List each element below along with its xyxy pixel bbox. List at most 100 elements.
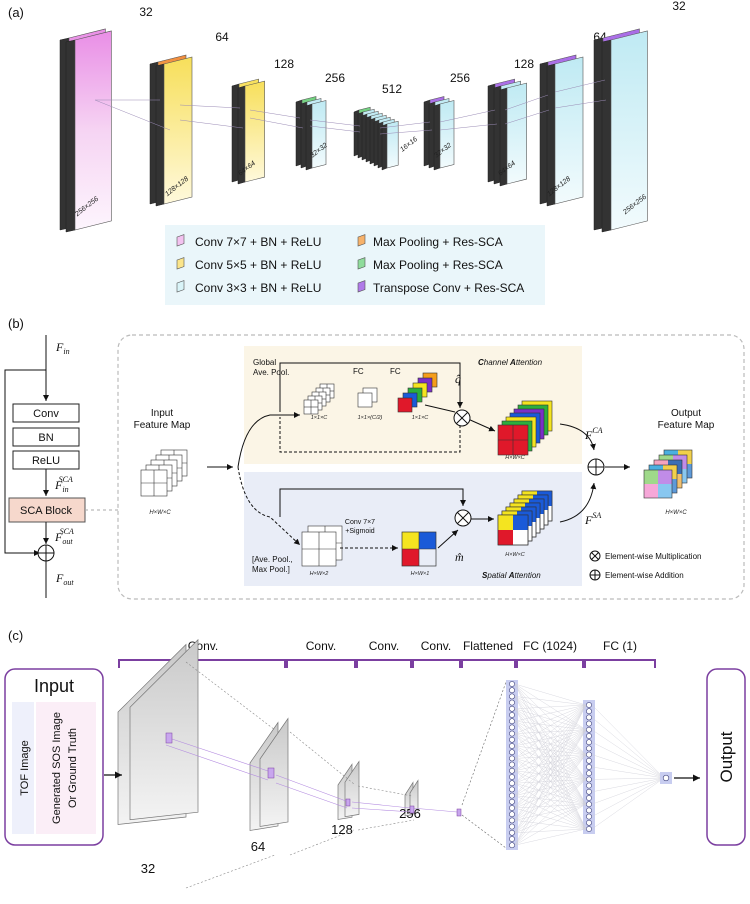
channel-count-4: 256 <box>325 71 345 85</box>
feature-map <box>244 80 265 183</box>
conv-block-32: 32 <box>117 638 199 876</box>
kernel-marker <box>345 798 351 807</box>
kernel-marker <box>456 808 462 817</box>
f-out-label: Fout <box>55 571 74 587</box>
encoder-decoder-layers: 32256×25664128×12812864×6425632×3251216×… <box>59 0 686 233</box>
output-feature-map <box>643 449 693 499</box>
conv-block-64: 64 <box>249 717 289 854</box>
discriminator-network: 32 64 128 256 <box>117 638 672 889</box>
input-strip-tof <box>12 702 34 834</box>
res-sca-block: Fin Conv BN ReLU FinSCA SCA Block FoutSC… <box>4 335 118 598</box>
group-label-7: FC (1) <box>603 639 637 653</box>
sca-block-box <box>8 497 86 523</box>
legend-box <box>165 225 545 305</box>
output-map-label-2: Feature Map <box>658 420 715 431</box>
channel-weights <box>397 372 438 413</box>
fc1-label: FC <box>353 367 364 376</box>
input-gt: Or Ground Truth <box>67 728 79 808</box>
legend-item-1: Conv 7×7 + BN + ReLU <box>195 235 321 249</box>
channel-count-7: 128 <box>514 57 534 71</box>
pooled-vector <box>303 383 335 415</box>
group-bracket-2: Conv. <box>286 639 356 668</box>
mult-legend: Element-wise Multiplication <box>605 552 701 561</box>
spatial-weights <box>401 531 437 567</box>
dim-half: 1×1×(C/2) <box>358 415 383 421</box>
f-in-label: Fin <box>55 340 70 356</box>
legend-swatch-orange <box>357 234 366 247</box>
group-bracket-5: Flattened <box>461 639 516 668</box>
conv-block-256: 256 <box>399 779 421 821</box>
output-dim: H×W×C <box>665 510 687 516</box>
legend-swatch-yellow <box>176 257 185 270</box>
channel-attention-title: Channel Attention <box>478 358 543 367</box>
channel-count-1: 32 <box>139 5 153 19</box>
layer-label-3: 128 <box>331 822 353 837</box>
channel-attention-output <box>497 400 553 456</box>
output-box <box>706 668 746 846</box>
spatial-attention-title: Spatial Attention <box>482 571 541 580</box>
m-hat: m̂ <box>455 550 464 564</box>
conv77-label-2: +Sigmoid <box>345 528 374 535</box>
mult-op-ca <box>453 409 471 427</box>
input-sos: Generated SOS Image <box>51 712 63 824</box>
channel-count-5: 512 <box>382 82 402 96</box>
kernel-paths <box>165 661 462 889</box>
legend-item-5: Max Pooling + Res-SCA <box>373 258 503 272</box>
f-ca-label: FCA <box>584 426 603 442</box>
kernel-marker <box>165 732 173 744</box>
ca-dim: H×W×C <box>505 455 525 461</box>
group-bracket-4: Conv. <box>412 639 461 668</box>
global-pool-2: Ave. Pool. <box>253 368 289 377</box>
conv-label: Conv <box>33 408 59 420</box>
feature-map <box>163 56 193 205</box>
input-strip-sos <box>36 702 96 834</box>
feature-map <box>74 30 112 231</box>
sca-block-label: SCA Block <box>20 505 72 517</box>
q-hat: q̂ <box>455 372 461 386</box>
dim-hw1: H×W×1 <box>411 571 430 577</box>
group-bracket-7: FC (1) <box>584 639 656 668</box>
flow-arrows <box>207 362 630 551</box>
group-label-4: Conv. <box>421 639 451 653</box>
channel-count-6: 256 <box>450 71 470 85</box>
conv77-label-1: Conv 7×7 <box>345 519 375 526</box>
f-in-sca-label: FinSCA <box>54 475 73 494</box>
input-feature-map <box>140 449 188 497</box>
panel-c-label: (c) <box>8 628 23 643</box>
dim-1x1xc-2: 1×1×C <box>412 415 429 421</box>
kernel-projections <box>94 79 607 135</box>
f-sa-label: FSA <box>584 511 601 527</box>
bn-box <box>12 427 80 447</box>
bn-label: BN <box>38 432 53 444</box>
feature-map <box>554 56 584 205</box>
channel-count-3: 128 <box>274 57 294 71</box>
sa-dim: H×W×C <box>505 552 525 558</box>
input-title: Input <box>34 676 74 696</box>
group-bracket-1: Conv. <box>118 639 286 668</box>
legend-item-3: Conv 3×3 + BN + ReLU <box>195 281 321 295</box>
group-label-3: Conv. <box>369 639 399 653</box>
input-map-label-1: Input <box>151 408 173 419</box>
group-bracket-6: FC (1024) <box>516 639 584 668</box>
spatial-attention-output <box>497 490 553 546</box>
feature-map <box>311 100 327 169</box>
feature-map <box>386 120 399 169</box>
sca-detail-box <box>117 334 745 600</box>
legend-item-4: Max Pooling + Res-SCA <box>373 235 503 249</box>
layer-label-2: 64 <box>251 839 265 854</box>
group-label-5: Flattened <box>463 639 513 653</box>
f-out-sca-label: FoutSCA <box>54 527 74 546</box>
group-label-6: FC (1024) <box>523 639 577 653</box>
legend-item-2: Conv 5×5 + BN + ReLU <box>195 258 321 272</box>
legend: Conv 7×7 + BN + ReLU Conv 5×5 + BN + ReL… <box>176 234 524 295</box>
flattened-layer <box>461 680 518 850</box>
skip-connection <box>4 369 46 556</box>
